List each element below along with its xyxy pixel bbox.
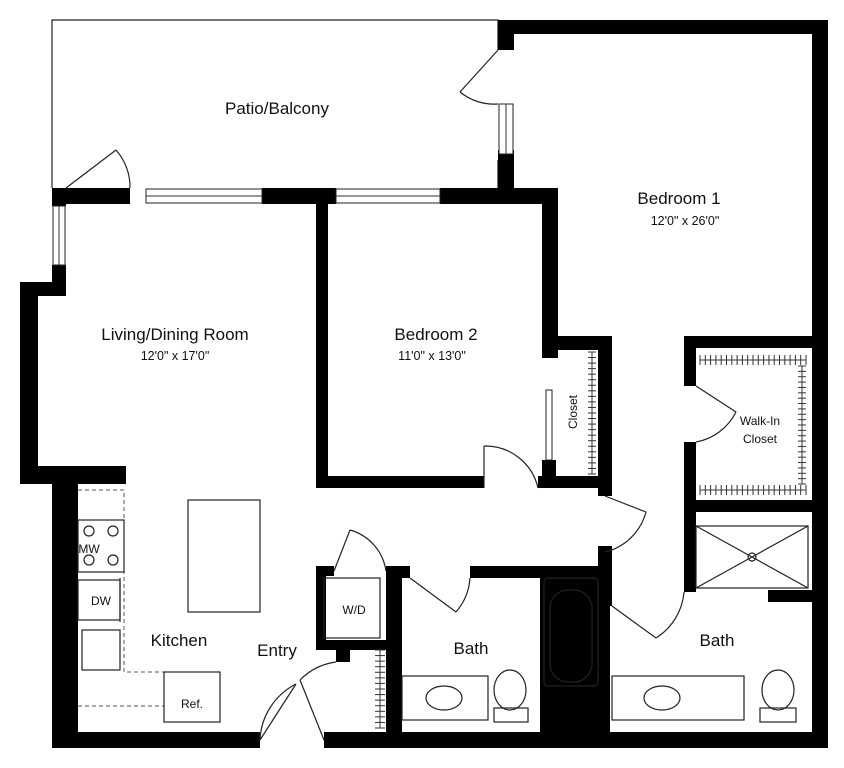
bedroom1-label: Bedroom 1 bbox=[637, 189, 720, 208]
bedroom2-label: Bedroom 2 bbox=[394, 325, 477, 344]
kitchen-label: Kitchen bbox=[151, 631, 208, 650]
refrigerator-label: Ref. bbox=[181, 697, 203, 711]
shower bbox=[695, 525, 809, 589]
exterior-walls bbox=[20, 20, 828, 748]
washer-dryer-label: W/D bbox=[342, 603, 366, 617]
bath-fixtures bbox=[401, 525, 809, 723]
kitchen-fixtures bbox=[77, 489, 381, 723]
walkin-label-1: Walk-In bbox=[740, 414, 780, 428]
patio-label: Patio/Balcony bbox=[225, 99, 329, 118]
living-size: 12'0" x 17'0" bbox=[141, 349, 210, 363]
bedroom1-size: 12'0" x 26'0" bbox=[651, 214, 720, 228]
room-labels: Patio/Balcony Bedroom 1 12'0" x 26'0" Be… bbox=[78, 99, 780, 711]
bath-a-label: Bath bbox=[454, 639, 489, 658]
vanity-1 bbox=[401, 675, 489, 721]
toilet-tank-1 bbox=[493, 707, 529, 723]
refrigerator bbox=[163, 671, 221, 723]
closet-rods bbox=[375, 351, 807, 729]
doors bbox=[65, 49, 737, 741]
vanity-2 bbox=[611, 675, 745, 721]
kitchen-sink bbox=[81, 629, 121, 671]
washer-dryer bbox=[323, 577, 381, 639]
toilet-2 bbox=[761, 669, 795, 711]
interior-walls bbox=[20, 150, 812, 748]
toilet-1 bbox=[493, 669, 527, 711]
dishwasher-label: DW bbox=[91, 594, 112, 608]
kitchen-island bbox=[187, 499, 261, 613]
sink-1 bbox=[425, 685, 463, 711]
bedroom2-size: 11'0" x 13'0" bbox=[398, 349, 466, 363]
walkin-label-2: Closet bbox=[743, 432, 778, 446]
sink-2 bbox=[643, 685, 681, 711]
tub bbox=[543, 577, 599, 687]
windows bbox=[52, 103, 514, 266]
microwave-label: MW bbox=[78, 542, 100, 556]
range bbox=[77, 519, 125, 573]
bath-b-label: Bath bbox=[700, 631, 735, 650]
entry-label: Entry bbox=[257, 641, 297, 660]
living-label: Living/Dining Room bbox=[101, 325, 248, 344]
closet-label: Closet bbox=[566, 394, 580, 429]
toilet-tank-2 bbox=[759, 707, 797, 723]
